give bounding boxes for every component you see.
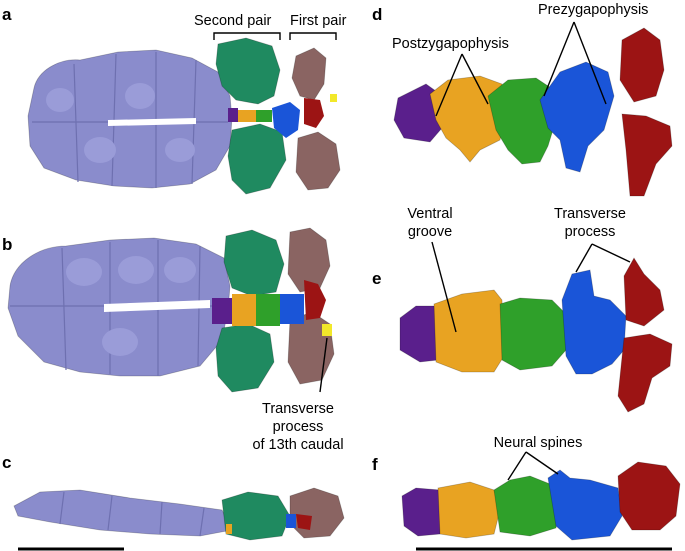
transverse-process-a-yellow — [330, 94, 337, 102]
vertebra-e-green — [499, 297, 567, 371]
label-transverse-line1: Transverse — [554, 206, 626, 222]
vertebra-e-blue — [561, 269, 627, 375]
leader-ventral-groove — [431, 241, 457, 333]
osteoderm-a-outline — [27, 49, 233, 189]
vertebra-b-red — [304, 280, 326, 320]
label-prezygapophysis: Prezygapophysis — [538, 2, 648, 18]
osteoderm-a-highlight-2 — [84, 137, 116, 163]
label-postzygapophysis: Postzygapophysis — [392, 36, 509, 52]
vertebra-c-blue — [286, 514, 296, 528]
first-pair-b-upper — [287, 227, 331, 293]
osteoderm-b-highlight-2 — [118, 256, 154, 284]
leader-prezyg-1 — [543, 21, 575, 97]
panel-letter-f: f — [372, 455, 378, 474]
leader-postzyg-2 — [461, 53, 489, 105]
vertebra-a-green — [256, 110, 272, 122]
osteoderm-b-highlight-1 — [66, 258, 102, 286]
leader-prezyg-2 — [573, 21, 607, 105]
label-ventral: Ventral — [407, 206, 452, 222]
vertebra-d-green — [487, 77, 557, 165]
leader-transverse-1 — [575, 243, 593, 273]
transverse-process-13th-caudal — [322, 324, 332, 336]
osteoderm-a-midline-crack — [108, 118, 196, 126]
panel-letter-a: a — [2, 5, 12, 24]
vertebra-a-red — [304, 98, 324, 128]
second-pair-b-lower — [215, 323, 275, 393]
vertebra-d-red-upper — [619, 27, 665, 103]
panel-letter-e: e — [372, 269, 381, 288]
leader-transverse-2 — [591, 243, 631, 263]
leader-neural-spine-2 — [525, 451, 559, 475]
vertebra-f-red — [617, 461, 681, 531]
vertebra-c-orange — [226, 524, 232, 534]
osteoderm-b-highlight-4 — [102, 328, 138, 356]
label-13th-caudal-line2: process — [273, 419, 324, 435]
label-second-pair: Second pair — [194, 13, 272, 29]
vertebra-d-blue — [539, 61, 615, 173]
panel-d: Postzygapophysis Prezygapophysis — [392, 2, 673, 197]
leader-neural-spine-1 — [507, 451, 527, 481]
panel-b: Transverse process of 13th caudal — [7, 227, 344, 453]
second-pair-c — [221, 491, 291, 541]
label-first-pair: First pair — [290, 13, 347, 29]
vertebra-e-orange — [433, 289, 505, 373]
vertebra-a-purple — [228, 108, 238, 122]
osteoderm-a-highlight-3 — [125, 83, 155, 109]
vertebra-c-red — [296, 514, 312, 530]
vertebra-e-purple — [399, 305, 439, 363]
osteoderm-a-highlight-4 — [165, 138, 195, 162]
vertebra-b-blue — [280, 294, 304, 324]
vertebra-f-purple — [401, 487, 441, 537]
vertebra-f-orange — [437, 481, 501, 539]
osteoderm-c-seams — [59, 491, 205, 537]
label-13th-caudal-line1: Transverse — [262, 401, 334, 417]
bracket-first-pair — [289, 32, 337, 40]
label-neural-spines: Neural spines — [494, 435, 583, 451]
osteoderm-b-midline-crack — [104, 300, 210, 312]
vertebra-a-orange — [238, 110, 256, 122]
panel-letter-c: c — [2, 453, 11, 472]
vertebra-b-orange — [232, 294, 256, 326]
label-13th-caudal-line3: of 13th caudal — [252, 437, 343, 453]
vertebra-d-red-lower — [621, 113, 673, 197]
panel-letter-b: b — [2, 235, 12, 254]
label-transverse-line2: process — [565, 224, 616, 240]
vertebra-e-red-lower — [617, 333, 673, 413]
osteoderm-c-outline — [13, 489, 233, 537]
vertebra-e-red-upper — [623, 257, 665, 327]
vertebra-d-orange — [429, 75, 507, 163]
panel-c — [13, 487, 345, 551]
vertebra-b-purple — [212, 298, 232, 324]
osteoderm-shield-a — [27, 49, 233, 189]
first-pair-a-lower — [295, 131, 341, 191]
first-pair-c — [289, 487, 345, 539]
panel-a: Second pair First pair — [27, 13, 347, 195]
second-pair-a-lower — [227, 123, 287, 195]
vertebra-f-blue — [547, 469, 623, 541]
leader-postzyg-1 — [435, 53, 463, 117]
osteoderm-b-highlight-3 — [164, 257, 196, 283]
second-pair-b-upper — [223, 229, 285, 297]
first-pair-a-upper — [291, 47, 327, 101]
panel-f: Neural spines — [401, 435, 681, 551]
bracket-second-pair — [213, 32, 281, 40]
panel-letter-d: d — [372, 5, 382, 24]
vertebra-d-purple — [393, 83, 443, 143]
label-groove: groove — [408, 224, 452, 240]
osteoderm-a-highlight-1 — [46, 88, 74, 112]
second-pair-a-upper — [215, 37, 281, 105]
vertebra-b-green — [256, 294, 280, 326]
vertebra-a-blue — [272, 102, 300, 138]
leader-13th-caudal — [319, 337, 328, 393]
panel-e: Ventral groove Transverse process — [399, 206, 673, 413]
